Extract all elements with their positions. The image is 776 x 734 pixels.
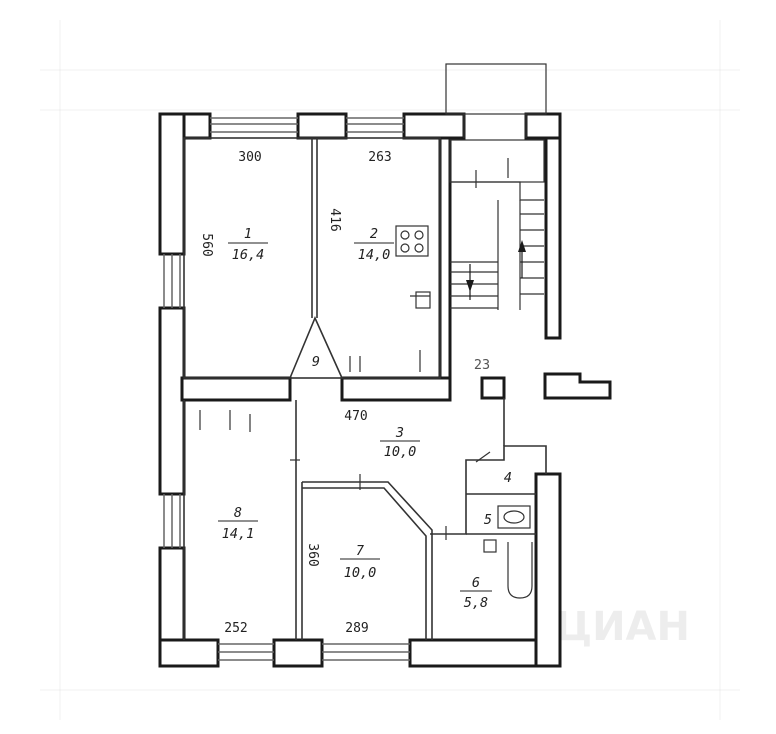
- dim-room2-height: 416: [327, 208, 342, 231]
- stair-arrows: [466, 240, 526, 300]
- room-4-number: 4: [504, 470, 512, 486]
- dimension-labels: 300 560 263 416 470 360 252 289: [199, 150, 392, 636]
- room-6-area: 5,8: [464, 595, 488, 611]
- room-2-area: 14,0: [358, 247, 391, 263]
- dim-room2-width: 263: [368, 150, 391, 165]
- sink-icon: [415, 291, 431, 309]
- room-8-number: 8: [234, 505, 242, 521]
- dim-room7-height: 360: [305, 543, 320, 566]
- watermark: ЦИАН: [555, 604, 690, 650]
- dim-room1-width: 300: [238, 150, 261, 165]
- room-6-number: 6: [472, 575, 480, 591]
- dim-room8-width: 252: [224, 621, 247, 636]
- dim-room3-width: 470: [344, 409, 367, 424]
- room-5-number: 5: [484, 512, 492, 528]
- stove-icon: [395, 225, 429, 257]
- room-7-area: 10,0: [344, 565, 377, 581]
- room-9-number: 9: [312, 354, 320, 370]
- room-8-area: 14,1: [222, 526, 255, 542]
- room-3-area: 10,0: [384, 444, 417, 460]
- room-1-area: 16,4: [232, 247, 265, 263]
- background-grid: [40, 20, 740, 720]
- toilet-icon: [497, 505, 531, 529]
- bathtub-icon: [483, 539, 533, 599]
- interior-walls: [183, 137, 547, 640]
- doors: [199, 295, 491, 540]
- room-23-number: 23: [474, 357, 490, 373]
- stairwell: [445, 63, 547, 310]
- room-7-number: 7: [356, 543, 364, 559]
- dim-room7-width: 289: [345, 621, 368, 636]
- room-labels: 1 16,4 2 14,0 3 10,0 4 5 6 5,8 7 10,0 8 …: [218, 226, 512, 611]
- windows: [163, 117, 410, 661]
- room-3-number: 3: [395, 425, 404, 441]
- room-2-number: 2: [370, 226, 378, 242]
- room-1-number: 1: [244, 226, 252, 242]
- exterior-walls: [158, 112, 612, 668]
- dim-room1-height: 560: [199, 233, 214, 256]
